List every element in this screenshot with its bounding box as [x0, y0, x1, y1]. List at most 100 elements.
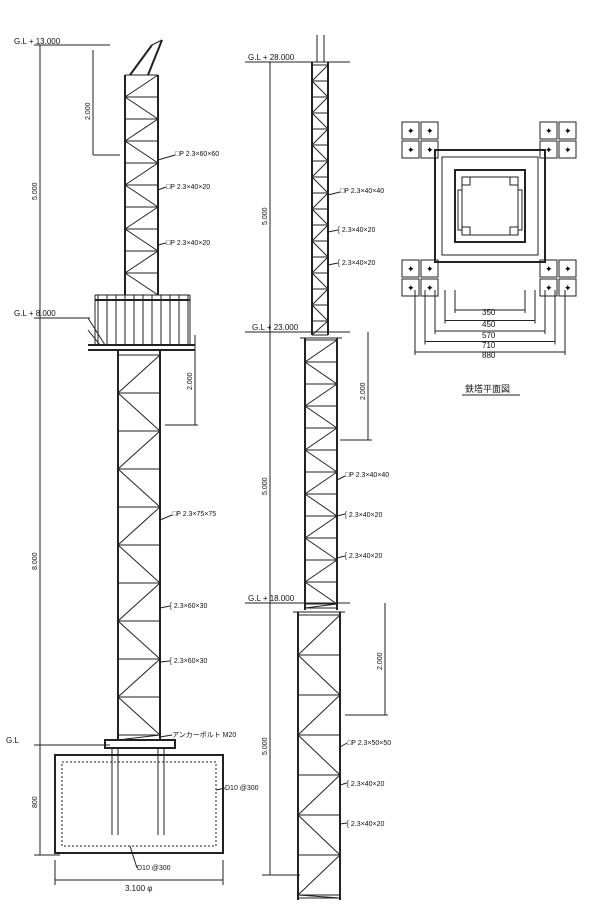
lattice-member	[124, 272, 159, 296]
bolt-icon: ✦	[426, 265, 434, 275]
lattice-member	[124, 74, 159, 98]
bolt-icon: ✦	[426, 284, 434, 294]
lattice-member	[311, 128, 329, 146]
member-label: □P 2.3×40×20	[166, 240, 210, 247]
anchor-plate	[401, 259, 420, 278]
dim-label: 5.000	[262, 737, 269, 755]
member-label: □P 2.3×75×75	[172, 511, 216, 518]
level-label: G.L	[6, 736, 19, 745]
anchor-plate	[539, 140, 558, 159]
member-label: □P 2.3×40×20	[166, 184, 210, 191]
anchor-plate	[420, 278, 439, 297]
member-label: [ 2.3×60×30	[170, 658, 207, 665]
plan-title: 鉄塔平面図	[465, 383, 510, 394]
anchor-plate	[539, 121, 558, 140]
lattice-member	[124, 206, 159, 230]
lattice-member	[117, 506, 161, 546]
rebar-label: D10 @300	[225, 785, 259, 792]
lattice-member	[297, 694, 341, 736]
lattice-member	[124, 184, 159, 208]
lattice-member	[117, 658, 161, 698]
lattice-member	[297, 814, 341, 856]
lattice-member	[304, 559, 338, 583]
member-label: [ 2.3×40×20	[338, 260, 375, 267]
member-label: アンカーボルト M20	[172, 731, 236, 739]
lattice-member	[311, 96, 329, 114]
lattice-member	[304, 449, 338, 473]
lattice-member	[124, 140, 159, 164]
lattice-member	[297, 854, 341, 896]
dim-label: 2.000	[85, 102, 92, 120]
anchor-plate	[420, 140, 439, 159]
lattice-member	[304, 493, 338, 517]
level-label: G.L + 23.000	[252, 323, 299, 332]
lattice-member	[311, 176, 329, 194]
dim-label: 5.000	[262, 477, 269, 495]
lattice-member	[304, 537, 338, 561]
anchor-plate	[420, 259, 439, 278]
dim-label: 2.000	[377, 652, 384, 670]
lattice-member	[311, 160, 329, 178]
bolt-icon: ✦	[407, 265, 415, 275]
bolt-icon: ✦	[545, 284, 553, 294]
lattice-member	[311, 256, 329, 274]
lattice-member	[297, 734, 341, 776]
lattice-member	[304, 339, 338, 363]
plan-view: ✦✦✦✦✦✦✦✦✦✦✦✦✦✦✦✦ 350 450 570 710 880 鉄塔平…	[401, 121, 577, 396]
lattice-member	[311, 192, 329, 210]
member-label: [ 2.3×40×20	[347, 781, 384, 788]
bolt-icon: ✦	[545, 146, 553, 156]
lattice-member	[304, 405, 338, 429]
lattice-member	[311, 288, 329, 306]
lattice-member	[304, 603, 338, 609]
member-label: [ 2.3×40×20	[345, 553, 382, 560]
bolt-icon: ✦	[564, 265, 572, 275]
lattice-member	[117, 354, 161, 394]
bolt-icon: ✦	[564, 146, 572, 156]
lattice-member	[304, 471, 338, 495]
dim-label: 800	[32, 796, 39, 808]
lattice-member	[304, 515, 338, 539]
plan-dim-label: 880	[482, 351, 496, 360]
dim-label: 5.000	[32, 182, 39, 200]
anchor-plate	[420, 121, 439, 140]
bolt-icon: ✦	[564, 127, 572, 137]
lattice-member	[117, 582, 161, 622]
right-elevation: G.L + 28.000 G.L + 23.000 G.L + 18.000 5…	[245, 35, 391, 900]
lattice-member	[297, 614, 341, 656]
lattice-member	[124, 118, 159, 142]
lattice-member	[117, 620, 161, 660]
member-label: [ 2.3×60×30	[170, 603, 207, 610]
lattice-member	[311, 64, 329, 82]
anchor-plate	[401, 140, 420, 159]
level-label: G.L + 18.000	[248, 594, 295, 603]
lattice-member	[124, 250, 159, 274]
plan-dim-label: 570	[482, 331, 496, 340]
bolt-icon: ✦	[426, 146, 434, 156]
lattice-member	[311, 208, 329, 226]
member-label: □P 2.3×40×40	[340, 188, 384, 195]
member-label: □P 2.3×40×40	[345, 472, 389, 479]
bolt-icon: ✦	[545, 265, 553, 275]
lattice-member	[117, 544, 161, 584]
plan-dim-label: 450	[482, 320, 496, 329]
level-label: G.L + 8.000	[14, 309, 56, 318]
dim-label: 8.000	[32, 552, 39, 570]
lattice-member	[311, 304, 329, 322]
plan-dim-label: 710	[482, 341, 496, 350]
base-width-label: 3.100 φ	[125, 884, 152, 893]
lattice-member	[311, 320, 329, 336]
anchor-plate	[558, 259, 577, 278]
bolt-icon: ✦	[407, 284, 415, 294]
member-label: [ 2.3×40×20	[347, 821, 384, 828]
lattice-member	[117, 696, 161, 736]
lattice-member	[311, 80, 329, 98]
anchor-plate	[558, 278, 577, 297]
anchor-plate	[401, 121, 420, 140]
lattice-member	[117, 468, 161, 508]
dim-label: 2.000	[187, 372, 194, 390]
lattice-member	[311, 112, 329, 130]
anchor-plate	[401, 278, 420, 297]
lattice-member	[304, 427, 338, 451]
